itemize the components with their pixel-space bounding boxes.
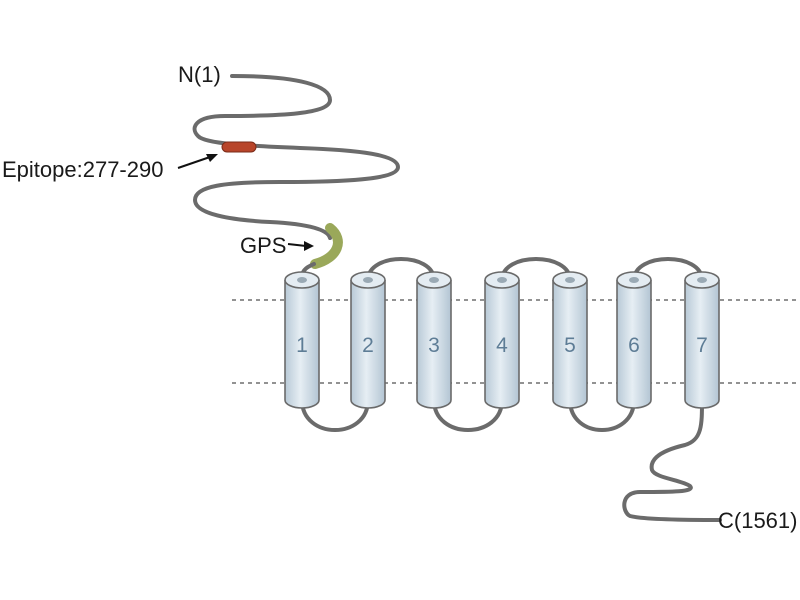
helix-number-label: 2 [362, 334, 374, 357]
helix-1: 1 [284, 271, 320, 409]
helix-number-label: 7 [696, 334, 708, 357]
helix-body [350, 280, 386, 409]
gps-arrow [287, 241, 314, 251]
helix-number-label: 1 [296, 334, 308, 357]
helix-number-label: 3 [428, 334, 440, 357]
n-terminal-chain [192, 74, 400, 240]
helix-chain-entry [297, 277, 307, 283]
epitope-label: Epitope:277-290 [2, 157, 163, 182]
helix-number-label: 4 [496, 334, 508, 357]
helix-chain-entry [429, 277, 439, 283]
helix-number-label: 6 [628, 334, 640, 357]
helix-chain-entry [565, 277, 575, 283]
helix-body [552, 280, 588, 409]
helix-6: 6 [616, 271, 652, 409]
intracellular-loop-3 [568, 398, 636, 432]
helix-body [684, 280, 720, 409]
helix-7: 7 [684, 271, 720, 409]
epitope-arrow [177, 154, 218, 169]
helix-body [484, 280, 520, 409]
intracellular-loop-2 [432, 398, 504, 432]
c-terminus-label: C(1561) [718, 508, 797, 533]
epitope-marker [221, 141, 257, 153]
c-terminal-chain [622, 398, 722, 522]
helix-body [416, 280, 452, 409]
helix-chain-entry [363, 277, 373, 283]
n-terminus-label: N(1) [178, 62, 221, 87]
helix-3: 3 [416, 271, 452, 409]
gps-motif [310, 223, 343, 269]
helix-body [616, 280, 652, 409]
helix-5: 5 [552, 271, 588, 409]
helix-chain-entry [697, 277, 707, 283]
helix-body [284, 280, 320, 409]
helix-number-label: 5 [564, 334, 576, 357]
gps-label: GPS [240, 233, 286, 258]
helix-2: 2 [350, 271, 386, 409]
helix-chain-entry [629, 277, 639, 283]
helix-4: 4 [484, 271, 520, 409]
helix-chain-entry [497, 277, 507, 283]
transmembrane-helices: 1 2 3 4 5 6 7 [284, 271, 720, 409]
intracellular-loop-1 [300, 398, 370, 432]
